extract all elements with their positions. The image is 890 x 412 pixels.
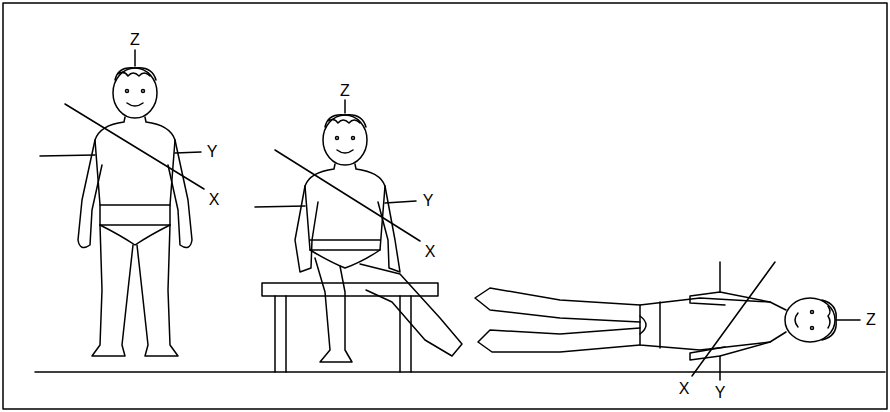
mouth xyxy=(337,150,353,153)
arm xyxy=(168,140,192,248)
leg xyxy=(137,225,178,356)
axis-label: Z xyxy=(130,32,140,48)
axis-label: X xyxy=(679,381,690,397)
x-axis-line xyxy=(275,150,420,241)
eye xyxy=(811,327,814,330)
mouth xyxy=(795,313,798,327)
y-axis-line xyxy=(40,152,201,156)
eye xyxy=(336,137,339,140)
head xyxy=(323,115,367,165)
stool-legs xyxy=(275,296,411,372)
axis-label: Y xyxy=(715,385,726,401)
briefs xyxy=(310,240,380,268)
eye xyxy=(126,90,129,93)
ground-line xyxy=(35,371,885,373)
eye xyxy=(811,311,814,314)
hair xyxy=(115,68,156,80)
leg xyxy=(475,288,640,322)
eye xyxy=(352,137,355,140)
leg xyxy=(315,258,352,362)
eye xyxy=(142,90,145,93)
arm xyxy=(690,292,770,305)
z-axis-line xyxy=(134,50,136,66)
y-axis-line xyxy=(719,262,721,380)
frame-border xyxy=(3,3,887,409)
hair xyxy=(325,115,366,127)
lying-child xyxy=(475,262,860,380)
hair xyxy=(822,300,836,340)
leg xyxy=(478,328,640,352)
axis-label: Y xyxy=(207,144,218,160)
head xyxy=(113,68,157,118)
z-axis-line xyxy=(836,319,860,321)
briefs xyxy=(640,302,660,348)
torso xyxy=(640,298,786,350)
axis-label: Z xyxy=(340,83,350,99)
sitting-child xyxy=(255,100,462,372)
axis-label: X xyxy=(425,244,436,260)
arm xyxy=(78,140,102,248)
z-axis-line xyxy=(344,100,346,113)
torso xyxy=(95,117,175,225)
standing-child xyxy=(40,50,204,356)
arm xyxy=(690,342,770,360)
y-axis-line xyxy=(255,201,416,207)
x-axis-line xyxy=(692,262,775,376)
axis-label: Z xyxy=(866,312,876,328)
x-axis-line xyxy=(65,104,204,189)
stool-seat xyxy=(262,283,438,296)
briefs xyxy=(100,205,170,245)
leg xyxy=(92,225,133,356)
head xyxy=(785,298,835,342)
mouth xyxy=(127,103,143,106)
arm xyxy=(378,186,400,272)
axis-label: X xyxy=(209,192,220,208)
axis-label: Y xyxy=(423,193,434,209)
